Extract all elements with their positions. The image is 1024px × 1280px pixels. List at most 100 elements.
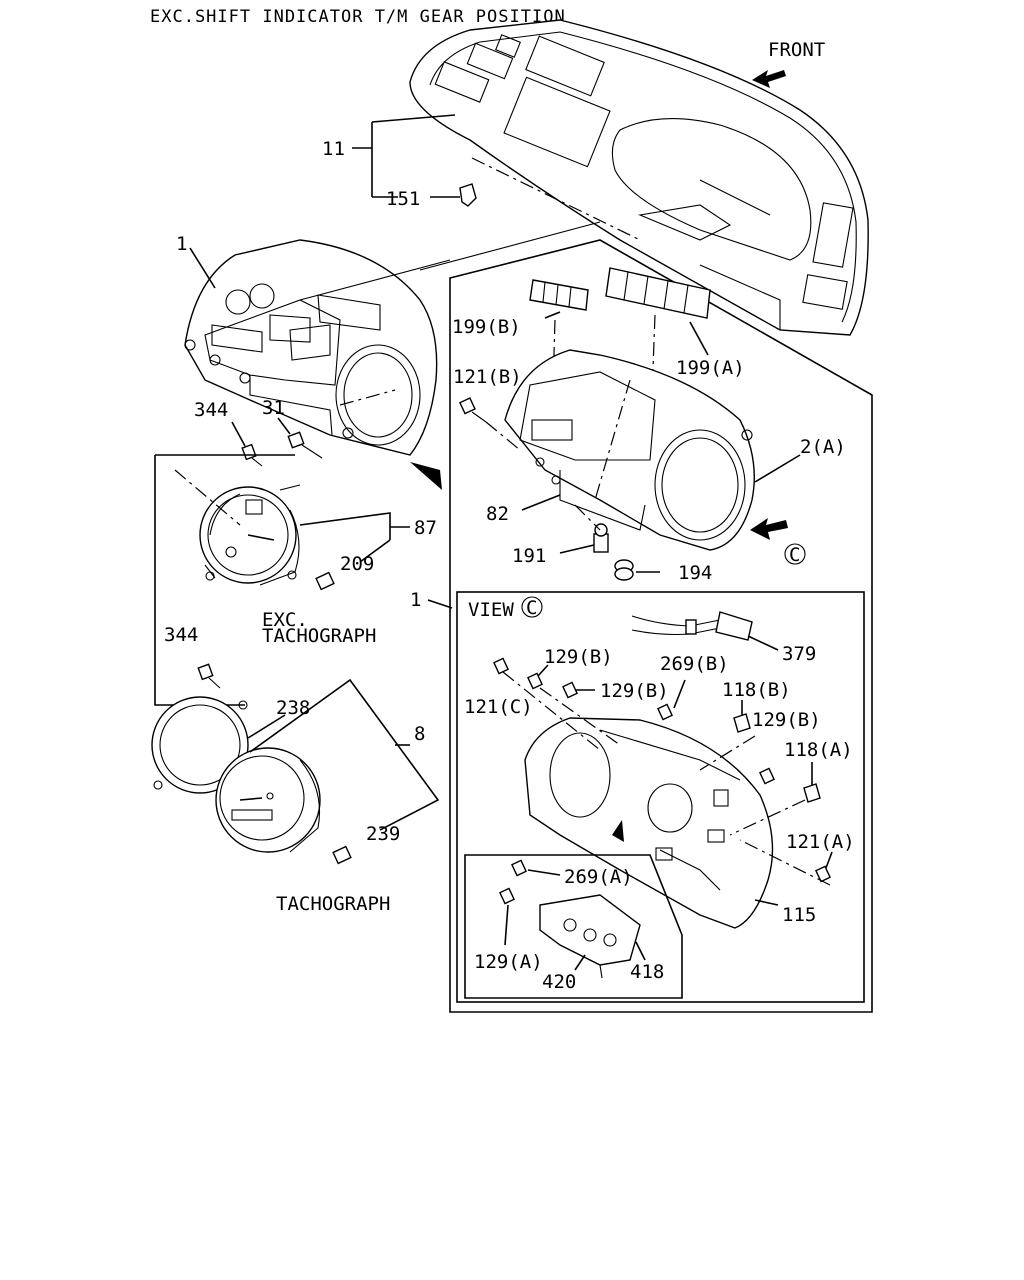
- dash-121c: [502, 671, 601, 751]
- leader-115: [754, 899, 779, 906]
- callout-269b: 269(B): [660, 653, 729, 675]
- callout-8: 8: [414, 723, 425, 745]
- detail-frame-link: [419, 221, 601, 271]
- callout-239: 239: [366, 823, 400, 845]
- leader-8-bracket: [249, 678, 440, 831]
- callout-11: 11: [322, 138, 345, 160]
- callout-129b-1: 129(B): [544, 646, 613, 668]
- screw-269a: [511, 859, 527, 877]
- dash-118a: [729, 799, 806, 836]
- leader-1-mid: [427, 599, 453, 609]
- screw-129a: [499, 887, 515, 905]
- dash-121a: [739, 839, 831, 886]
- callout-129b-2: 129(B): [600, 680, 669, 702]
- leader-87: [299, 512, 410, 563]
- callout-344-bottom: 344: [164, 624, 198, 646]
- callout-420: 420: [542, 971, 576, 993]
- note-exc-line1: EXC.: [262, 609, 308, 631]
- lens-strip-199b: [529, 279, 589, 311]
- dash-121b: [485, 421, 521, 451]
- view-c-marker-circle: [784, 543, 806, 565]
- wire-harness-379: [631, 611, 753, 641]
- callout-194: 194: [678, 562, 712, 584]
- bulb-191: [593, 523, 609, 553]
- callout-418: 418: [630, 961, 664, 983]
- dash-129b-1: [539, 687, 621, 746]
- callout-2a: 2(A): [800, 436, 846, 458]
- dash-151: [471, 157, 641, 241]
- leader-129a: [504, 904, 509, 946]
- dash-1: [339, 389, 396, 406]
- callout-82: 82: [486, 503, 509, 525]
- leader-31: [277, 417, 291, 435]
- leader-121a: [825, 851, 833, 869]
- leader-129b-1: [537, 664, 549, 677]
- cluster-hood-panel: [409, 19, 869, 336]
- screw-121a: [815, 865, 831, 883]
- tachograph-8: [215, 747, 321, 853]
- callout-151: 151: [386, 188, 420, 210]
- view-c-arrow-icon: [750, 518, 788, 540]
- meter-cluster-assembly: [184, 239, 438, 456]
- callout-118a: 118(A): [784, 739, 853, 761]
- dash-129b-3: [699, 735, 756, 771]
- detail-frame: [449, 239, 873, 1013]
- leader-269a: [527, 869, 561, 876]
- callout-115: 115: [782, 904, 816, 926]
- connector-1: [299, 259, 451, 301]
- speedometer-87: [199, 484, 301, 586]
- sub-detail-frame: [464, 854, 683, 999]
- callout-344-top: 344: [194, 399, 228, 421]
- leader-269b: [673, 679, 686, 709]
- callout-1-top: 1: [176, 233, 187, 255]
- cluster-back-115: [524, 717, 774, 929]
- dash-2a: [594, 379, 631, 501]
- callout-129b-3: 129(B): [752, 709, 821, 731]
- callout-1-mid: 1: [410, 589, 421, 611]
- leader-199b: [544, 311, 561, 319]
- view-c-marker: C: [789, 544, 800, 566]
- callout-121a: 121(A): [786, 831, 855, 853]
- callout-379: 379: [782, 643, 816, 665]
- callout-191: 191: [512, 545, 546, 567]
- callout-129a: 129(A): [474, 951, 543, 973]
- screw-118b: [733, 713, 751, 733]
- leader-191: [559, 544, 595, 554]
- leader-199a: [689, 321, 709, 356]
- view-label: VIEW: [468, 599, 514, 621]
- screw-344-bottom: [197, 663, 221, 689]
- callout-238: 238: [276, 697, 310, 719]
- leader-418: [635, 941, 646, 961]
- dash-191: [574, 504, 601, 531]
- callout-199a: 199(A): [676, 357, 745, 379]
- meter-bezel-2a: [504, 349, 755, 551]
- diagram-title: EXC.SHIFT INDICATOR T/M GEAR POSITION: [150, 7, 566, 27]
- leader-238: [247, 714, 286, 739]
- leader-2a: [754, 454, 801, 483]
- screw-129b-2: [562, 681, 578, 699]
- callout-31: 31: [262, 397, 285, 419]
- socket-194: [614, 559, 634, 581]
- callout-269a: 269(A): [564, 866, 633, 888]
- tachograph-bezel-238: [151, 696, 249, 794]
- leader-11: [371, 114, 456, 198]
- leader-379: [747, 635, 779, 651]
- screw-269b: [657, 703, 673, 721]
- leader-1-top: [189, 247, 216, 289]
- screw-118a: [803, 783, 821, 803]
- screw-121c: [493, 657, 509, 675]
- callout-87: 87: [414, 517, 437, 539]
- view-c-inner-circle: [521, 596, 543, 618]
- front-arrow-icon: [752, 70, 786, 88]
- leader-420: [574, 954, 586, 971]
- clip-151: [459, 183, 477, 207]
- callout-121c: 121(C): [464, 696, 533, 718]
- view-c-pointer-icon: [612, 820, 624, 842]
- front-label: FRONT: [768, 39, 825, 61]
- screw-31: [287, 431, 323, 459]
- note-tachograph: TACHOGRAPH: [276, 893, 390, 915]
- lens-strip-199a: [605, 267, 711, 319]
- leader-82: [521, 494, 561, 511]
- screw-129b-3: [759, 767, 775, 785]
